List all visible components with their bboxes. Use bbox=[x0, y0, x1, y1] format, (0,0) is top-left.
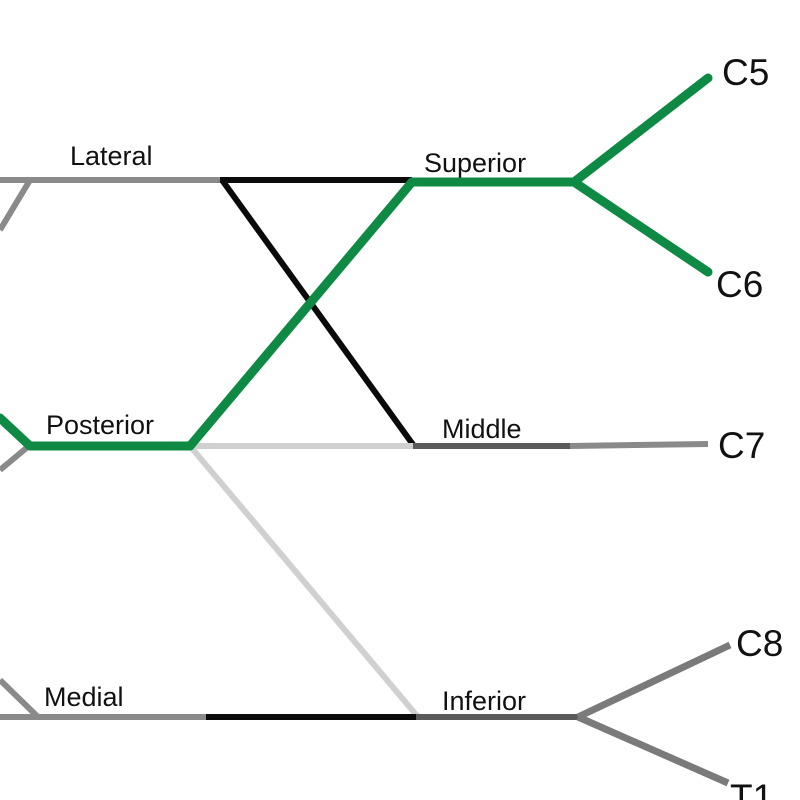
c6-root-highlight bbox=[569, 177, 713, 277]
c5-label: C5 bbox=[722, 52, 769, 93]
middle-label: Middle bbox=[442, 414, 522, 444]
lateral-middle-connector bbox=[219, 178, 417, 448]
c6-label: C6 bbox=[716, 264, 763, 305]
inferior-label: Inferior bbox=[442, 686, 526, 716]
posterior-left-lower-stub bbox=[0, 442, 32, 473]
t1-label: T1 bbox=[730, 777, 773, 800]
c7-label: C7 bbox=[718, 425, 765, 466]
posterior-inferior-connector bbox=[187, 444, 421, 719]
lateral-left-stub bbox=[0, 178, 33, 232]
posterior-label: Posterior bbox=[46, 410, 154, 440]
c8-label: C8 bbox=[736, 623, 783, 664]
superior-label: Superior bbox=[424, 148, 526, 178]
lateral-label: Lateral bbox=[70, 141, 153, 171]
c8-root-line bbox=[576, 641, 732, 721]
medial-left-stub bbox=[0, 677, 41, 720]
medial-label: Medial bbox=[44, 682, 124, 712]
c7-root-line bbox=[569, 441, 709, 449]
highlighted-path bbox=[0, 73, 713, 451]
t1-root-line bbox=[576, 713, 730, 787]
